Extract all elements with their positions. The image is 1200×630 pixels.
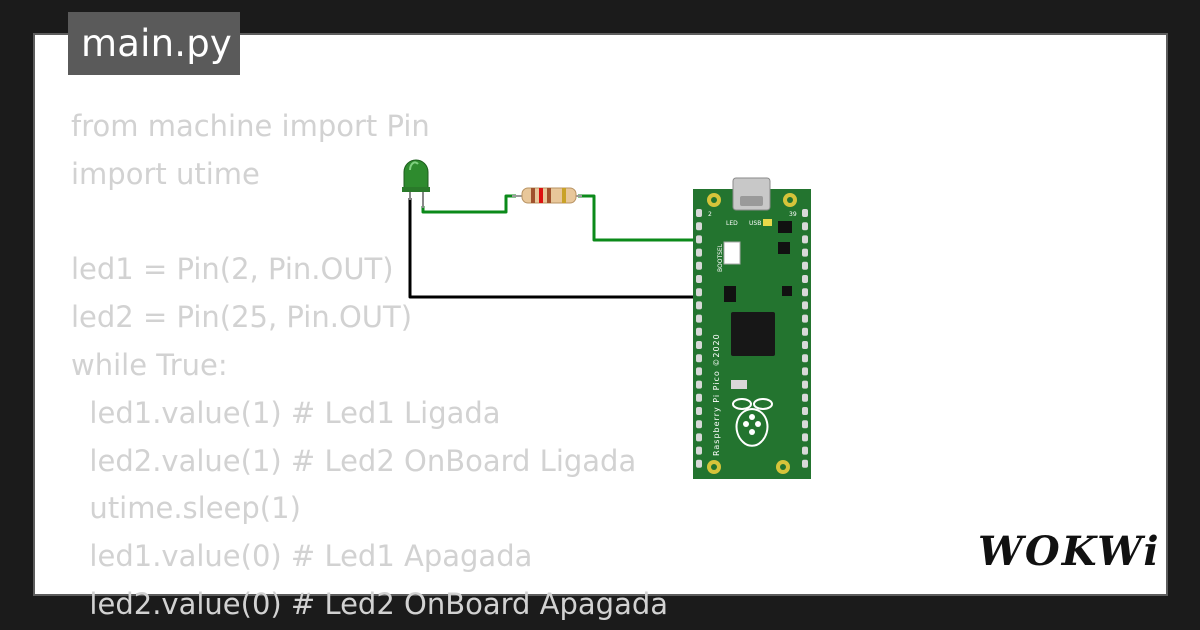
pin-pad[interactable] <box>802 433 808 442</box>
bootsel-label: BOOTSEL <box>717 243 724 272</box>
pin-39-label: 39 <box>789 211 797 218</box>
code-card: from machine import Pin import utime led… <box>33 33 1168 621</box>
pin-pad[interactable] <box>696 420 702 429</box>
rp2040-chip-icon <box>731 312 775 356</box>
pin-pad[interactable] <box>696 235 702 244</box>
code-line: led2.value(0) # Led2 OnBoard Apagada <box>71 586 669 621</box>
pin-pad[interactable] <box>802 327 808 336</box>
pin-pad[interactable] <box>696 354 702 363</box>
pin-pad[interactable] <box>802 261 808 270</box>
green-led[interactable] <box>402 159 430 208</box>
pin-pad[interactable] <box>802 459 808 468</box>
pin-pad[interactable] <box>802 407 808 415</box>
pin-pad[interactable] <box>802 288 808 297</box>
pin-pad[interactable] <box>696 314 702 323</box>
led-label: LED <box>726 220 738 227</box>
wire-led-to-gnd <box>408 198 702 299</box>
pin-pad[interactable] <box>802 314 808 323</box>
file-tab[interactable]: main.py <box>68 12 240 75</box>
pin-pad[interactable] <box>696 275 702 283</box>
pin-pad[interactable] <box>802 446 808 455</box>
pin-pad[interactable] <box>696 209 702 217</box>
pin-pad[interactable] <box>696 380 702 389</box>
wokwi-logo[interactable]: WOKWi <box>978 528 1161 575</box>
pin-pad[interactable] <box>802 420 808 429</box>
code-line: led2.value(1) # Led2 OnBoard Ligada <box>71 443 637 478</box>
code-line: import utime <box>71 156 260 191</box>
pin-pad[interactable] <box>802 275 808 283</box>
pin-pad[interactable] <box>802 380 808 389</box>
wire-led-to-resistor <box>421 194 516 214</box>
pin-pad[interactable] <box>696 327 702 336</box>
pin-pad[interactable] <box>696 301 702 310</box>
pin-pad[interactable] <box>802 354 808 363</box>
code-line: while True: <box>71 347 228 382</box>
pin-pad[interactable] <box>696 222 702 231</box>
code-listing: from machine import Pin import utime led… <box>71 103 668 629</box>
pin-pad[interactable] <box>802 235 808 244</box>
code-line: led2 = Pin(25, Pin.OUT) <box>71 300 413 335</box>
pin-pad[interactable] <box>802 341 808 349</box>
code-line: led1.value(0) # Led1 Apagada <box>71 539 533 574</box>
pin-pad[interactable] <box>802 222 808 231</box>
pin-2-label: 2 <box>708 211 712 218</box>
raspberry-pi-pico-board[interactable]: USB LED 2 39 BOOTSEL Raspberry Pi Pico ©… <box>693 177 811 479</box>
pin-pad[interactable] <box>802 248 808 257</box>
pin-pad[interactable] <box>802 301 808 310</box>
pin-pad[interactable] <box>696 288 702 297</box>
wire-resistor-to-pico <box>578 194 702 242</box>
pin-pad[interactable] <box>696 433 702 442</box>
pin-pad[interactable] <box>696 261 702 270</box>
pin-pad[interactable] <box>696 341 702 349</box>
pin-pad[interactable] <box>696 407 702 415</box>
pin-pad[interactable] <box>696 459 702 468</box>
pin-pad[interactable] <box>696 393 702 402</box>
board-name-label: Raspberry Pi Pico ©2020 <box>712 333 721 456</box>
code-line: led1 = Pin(2, Pin.OUT) <box>71 252 394 287</box>
bootsel-button[interactable] <box>723 241 741 265</box>
pin-pad[interactable] <box>802 393 808 402</box>
pin-pad[interactable] <box>802 209 808 217</box>
pin-pad[interactable] <box>696 446 702 455</box>
raspberry-logo-icon <box>732 398 773 447</box>
pin-pad[interactable] <box>696 248 702 257</box>
code-line: from machine import Pin <box>71 109 430 143</box>
code-line: led1.value(1) # Led1 Ligada <box>71 395 501 430</box>
resistor[interactable] <box>512 187 582 204</box>
pin-pad[interactable] <box>696 367 702 376</box>
code-line: utime.sleep(1) <box>71 491 301 526</box>
pin-pad[interactable] <box>802 367 808 376</box>
usb-label: USB <box>749 220 761 227</box>
